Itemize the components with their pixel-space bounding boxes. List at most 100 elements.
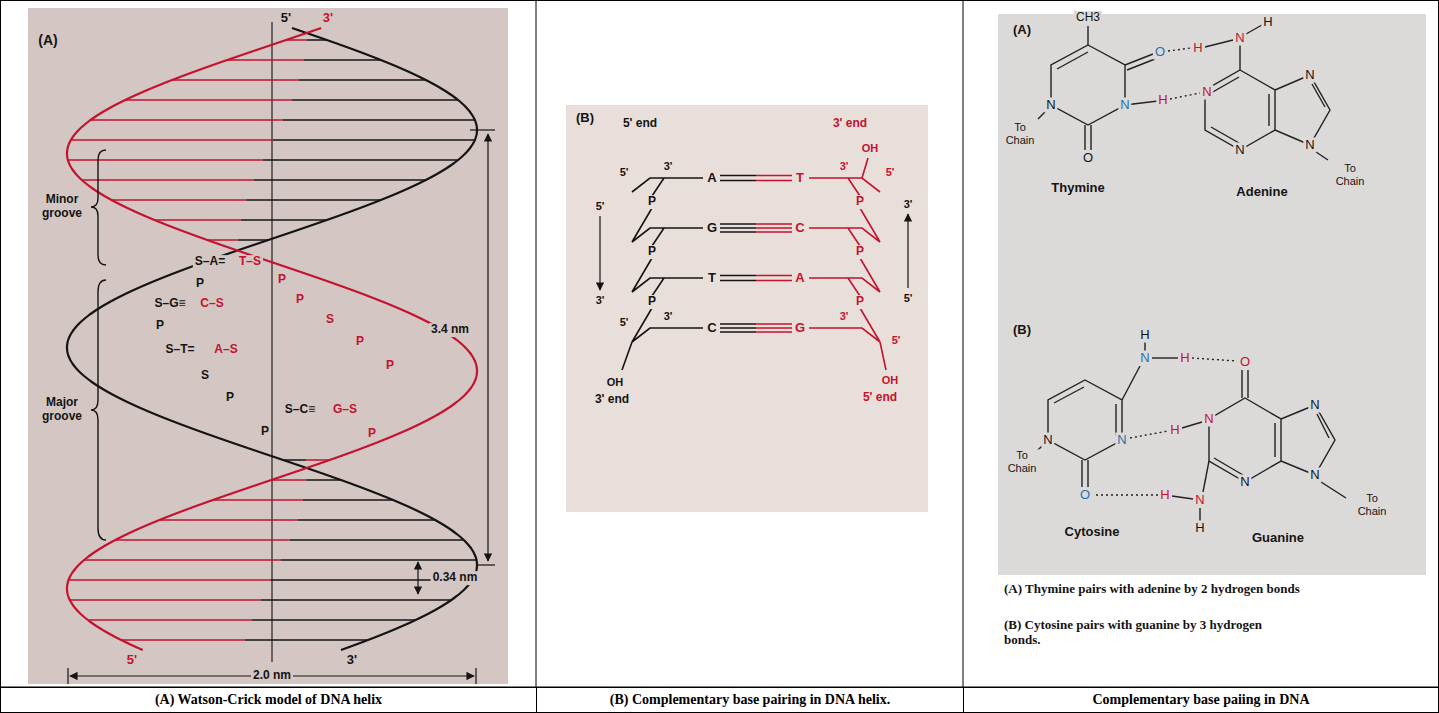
base-pair-rung — [69, 579, 271, 581]
direction-arrow — [600, 214, 908, 290]
diagram-label: S–A= — [193, 255, 227, 269]
caption-cell: (B) Complementary base pairing in DNA he… — [536, 687, 964, 713]
diagram-label: (A) — [1011, 23, 1033, 38]
helix-axis — [271, 22, 272, 662]
dimension-line — [487, 134, 488, 561]
base-pair-rung — [84, 559, 280, 561]
diagram-label: N — [1303, 138, 1316, 153]
thymine-adenine-structure — [1312, 84, 1325, 107]
table-grid — [963, 0, 964, 687]
base-pair-rung — [254, 179, 426, 181]
groove-brace — [91, 280, 106, 540]
diagram-label: N — [1233, 143, 1246, 158]
base-pair-rung — [263, 159, 458, 161]
cytosine-guanine-structure — [1241, 370, 1242, 398]
diagram-label: Adenine — [1234, 185, 1289, 200]
diagram-label: N — [1044, 98, 1057, 113]
diagram-label: Cytosine — [1063, 525, 1122, 540]
hydrogen-bond — [720, 175, 756, 177]
base-pair-rung — [299, 79, 426, 81]
diagram-label: Minor groove — [36, 193, 88, 221]
diagram-label: A–S — [212, 343, 239, 357]
diagram-label: S — [199, 369, 211, 383]
diagram-label: H — [1261, 15, 1274, 30]
diagram-label: T — [794, 171, 806, 186]
diagram-label: To Chain — [1001, 449, 1043, 474]
thymine-adenine-structure — [1038, 112, 1045, 119]
cytosine-guanine-structure — [1203, 461, 1209, 492]
cytosine-guanine-structure — [1247, 370, 1248, 398]
cytosine-guanine-structure — [1317, 414, 1329, 438]
caption-text: (B) Complementary base pairing in DNA he… — [610, 692, 890, 709]
caption-text: (A) Thymine pairs with adenine by 2 hydr… — [1002, 582, 1302, 597]
hydrogen-bond — [720, 231, 756, 233]
diagram-label: P — [194, 277, 206, 291]
diagram-label: A — [705, 171, 718, 186]
hydrogen-bond — [720, 327, 756, 329]
base-pair-rung — [306, 479, 341, 481]
diagram-label: 2.0 nm — [251, 669, 293, 683]
diagram-label: 3' end — [593, 393, 631, 407]
hydrogen-bond — [720, 176, 792, 333]
sugar-phosphate-strand — [67, 28, 477, 650]
diagram-label: 5' — [594, 200, 607, 213]
diagram-label: P — [224, 391, 236, 405]
sugar-phosphate-strand — [67, 28, 477, 650]
thymine-adenine-structure — [1057, 52, 1088, 69]
diagram-label: 3' — [838, 160, 851, 173]
dimension-line — [470, 129, 495, 130]
diagram-label: H — [1178, 351, 1191, 366]
thymine-adenine-structure — [1205, 70, 1275, 150]
diagram-label: P — [354, 335, 366, 349]
base-pair-rung — [112, 199, 247, 201]
diagram-label: C — [793, 221, 806, 236]
diagram-label: N — [1115, 433, 1128, 448]
groove-brace — [91, 150, 106, 540]
diagram-label: N — [1308, 468, 1321, 483]
base-pair-rung — [261, 599, 452, 601]
base-pair-rung — [241, 219, 327, 221]
hydrogen-bond — [720, 176, 756, 333]
diagram-label: N — [1308, 398, 1321, 413]
diagram-label: (B) — [574, 111, 596, 126]
diagram-label: Major groove — [36, 396, 88, 424]
direction-arrow — [907, 214, 908, 288]
base-pair-rung — [227, 59, 304, 61]
diagram-label: P — [276, 273, 288, 287]
base-pair-rung — [70, 599, 261, 601]
thymine-adenine-structure — [1087, 26, 1088, 45]
hydrogen-bond — [720, 275, 756, 277]
cytosine-guanine-structure — [1054, 387, 1084, 403]
photo-ground — [998, 14, 1426, 575]
photo-ground — [566, 105, 928, 512]
diagram-label: P — [854, 195, 866, 209]
diagram-label: 3' — [662, 160, 675, 173]
hydrogen-bond — [720, 180, 756, 182]
backbone-strand — [622, 178, 703, 370]
diagram-label: H — [1168, 423, 1181, 438]
diagram-label: N — [1138, 351, 1151, 366]
diagram-label: O — [1081, 151, 1095, 166]
diagram-label: P — [854, 245, 866, 259]
hydrogen-bond — [756, 175, 792, 177]
diagram-label: 5' — [884, 166, 897, 179]
base-pair-rung — [115, 539, 289, 541]
diagram-label: CH3 — [1074, 11, 1102, 25]
diagram-label: H — [1191, 41, 1204, 56]
diagram-label: S–T= — [163, 343, 196, 357]
cytosine-guanine-structure — [1209, 398, 1281, 482]
thymine-adenine-structure — [1275, 75, 1330, 145]
diagram-label: 3' — [902, 198, 915, 211]
base-pair-rung — [159, 519, 297, 521]
cytosine-guanine-structure — [1122, 366, 1140, 400]
diagram-label: O — [1078, 488, 1092, 503]
base-pair-rung — [283, 119, 475, 121]
base-pair-rung — [290, 539, 464, 541]
hydrogen-bond — [720, 223, 756, 225]
thymine-adenine-structure — [1316, 152, 1328, 160]
dimension-line — [417, 562, 418, 594]
hydrogen-bond — [756, 231, 792, 233]
cytosine-guanine-structure — [1130, 431, 1168, 438]
diagram-label: 5' — [618, 316, 631, 329]
